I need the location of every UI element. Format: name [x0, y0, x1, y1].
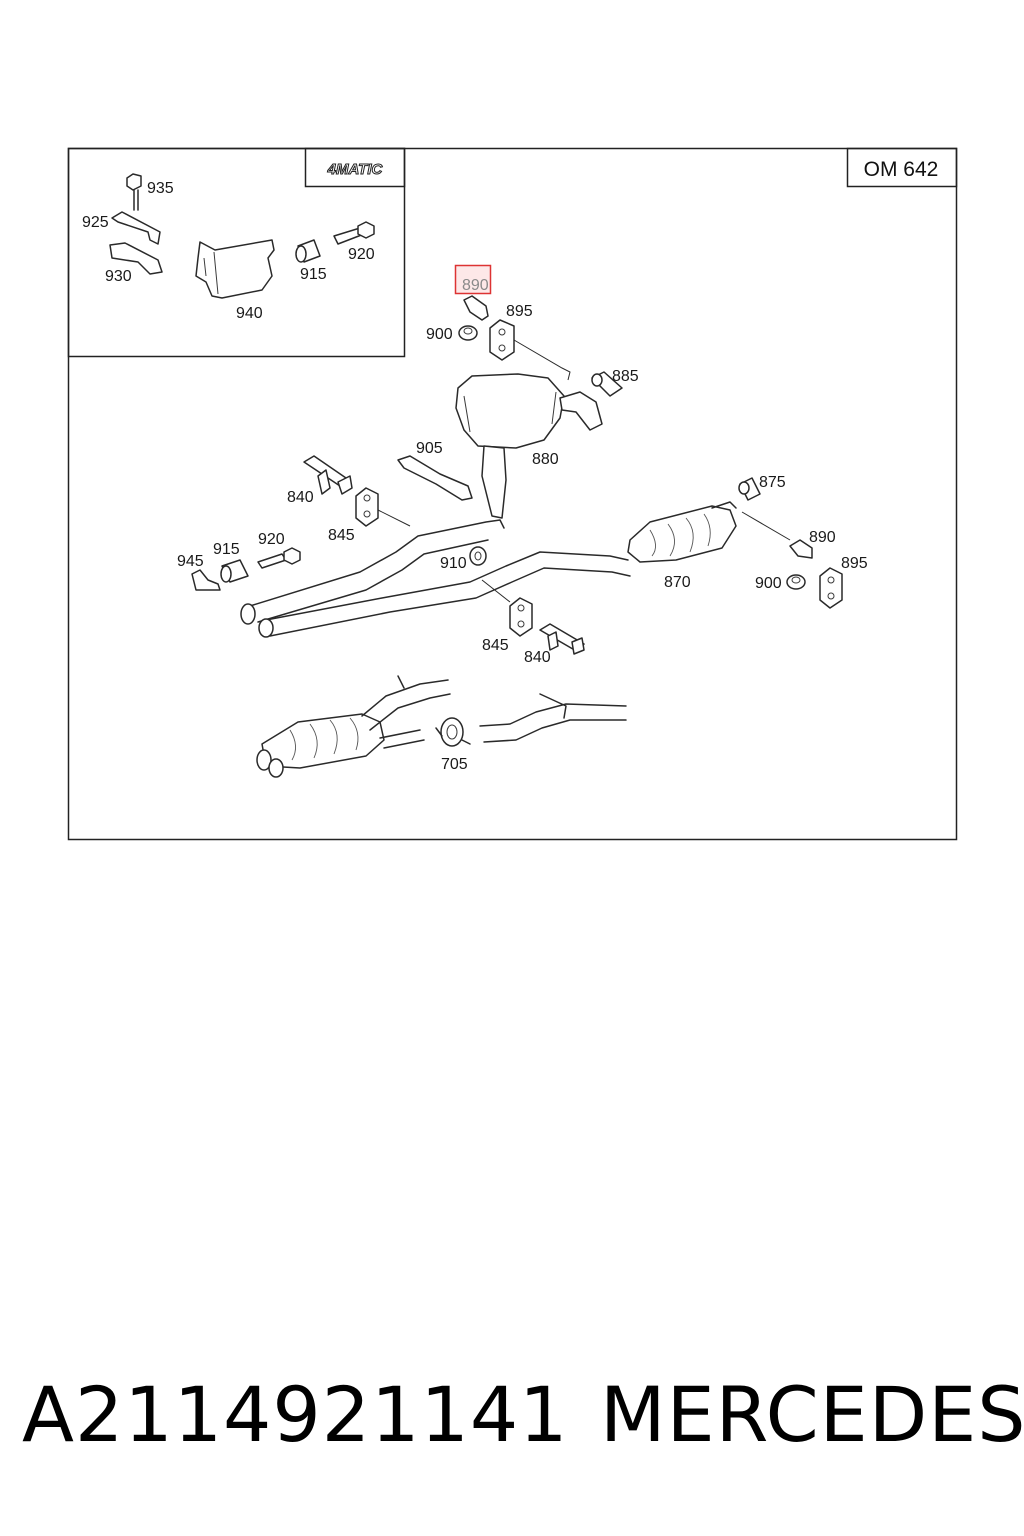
part-880-silencer: [455, 373, 603, 519]
exhaust-pipes: [240, 519, 631, 638]
part-845-hanger-lower: [509, 597, 533, 637]
label-845-lower: 845: [482, 637, 509, 654]
label-915-inset: 915: [300, 266, 327, 283]
label-840-lower: 840: [524, 649, 551, 666]
part-920-bolt-inset: [333, 221, 375, 245]
label-885: 885: [612, 368, 639, 385]
label-900-right: 900: [755, 575, 782, 592]
part-705-clamp: [435, 717, 471, 747]
part-900-grommet-top: [458, 325, 478, 341]
part-915-rubber-inset: [295, 239, 321, 263]
part-945-bracket: [191, 569, 221, 591]
part-845-hanger-upper: [355, 487, 379, 527]
part-935-bolt: [126, 173, 142, 211]
brand-name: MERCEDES: [600, 1370, 1024, 1459]
part-890-bracket-top: [463, 295, 489, 321]
highlight-box-890: [454, 264, 492, 295]
label-925: 925: [82, 214, 109, 231]
label-920-main: 920: [258, 531, 285, 548]
part-840-mount-upper: [303, 455, 353, 495]
label-915-main: 915: [213, 541, 240, 558]
4matic-badge: 4MATIC: [304, 147, 406, 188]
part-rear-pipe-lower: [479, 693, 627, 743]
part-840-mount-lower: [539, 623, 585, 655]
part-870-rear-silencer: [627, 501, 737, 563]
part-905-bracket: [397, 455, 473, 501]
label-945: 945: [177, 553, 204, 570]
inset-frame: [67, 147, 406, 358]
label-895-right: 895: [841, 555, 868, 572]
label-890-right: 890: [809, 529, 836, 546]
part-920-bolt-main: [257, 547, 301, 569]
label-930: 930: [105, 268, 132, 285]
diagram-frame: [67, 147, 958, 841]
part-875-sleeve: [738, 477, 761, 501]
part-895-hanger-top: [489, 319, 515, 361]
label-880: 880: [532, 451, 559, 468]
label-935: 935: [147, 180, 174, 197]
product-caption: A2114921141 MERCEDES: [22, 1370, 1024, 1470]
label-900-top: 900: [426, 326, 453, 343]
part-890-bracket-right: [789, 539, 813, 559]
label-905: 905: [416, 440, 443, 457]
part-885-sleeve: [591, 371, 623, 397]
part-930-bracket: [109, 242, 163, 275]
label-840-upper: 840: [287, 489, 314, 506]
part-940-heat-shield: [195, 239, 275, 299]
label-890-highlighted: 890: [462, 277, 489, 294]
label-895-top: 895: [506, 303, 533, 320]
part-925-clamp: [111, 211, 161, 245]
part-900-grommet-right: [786, 574, 806, 590]
label-940: 940: [236, 305, 263, 322]
part-895-hanger-right: [819, 567, 843, 609]
4matic-badge-text: 4MATIC: [327, 161, 384, 178]
part-number: A2114921141: [22, 1370, 569, 1459]
engine-label: OM 642: [864, 158, 939, 181]
engine-label-box: OM 642: [846, 147, 958, 188]
label-845-upper: 845: [328, 527, 355, 544]
label-705: 705: [441, 756, 468, 773]
label-870: 870: [664, 574, 691, 591]
label-920-inset: 920: [348, 246, 375, 263]
label-910: 910: [440, 555, 467, 572]
part-910-rubber: [469, 546, 487, 566]
label-875: 875: [759, 474, 786, 491]
part-915-rubber-main: [220, 559, 249, 583]
part-catalyst-assembly: [256, 675, 451, 778]
